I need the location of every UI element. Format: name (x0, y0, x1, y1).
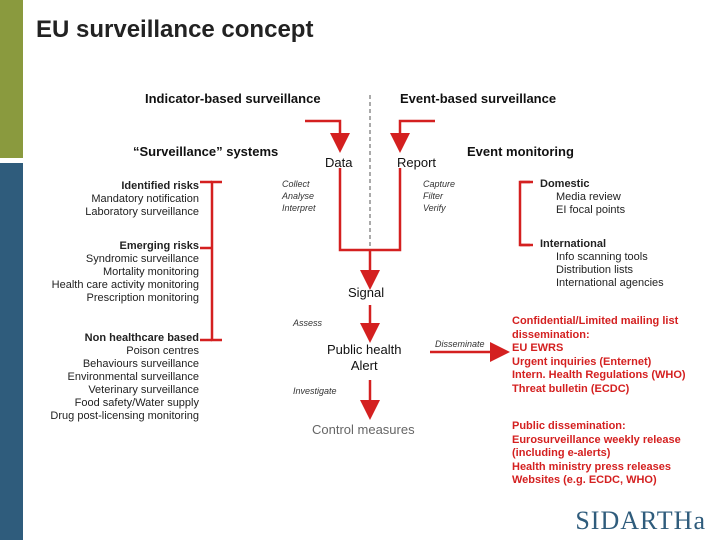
emerging-risks-block: Emerging risks Syndromic surveillance Mo… (51, 240, 199, 304)
event-monitoring-label: Event monitoring (467, 144, 574, 159)
disseminate-note: Disseminate (435, 339, 485, 349)
signal-label: Signal (348, 285, 385, 300)
accent-bar-green (0, 0, 23, 158)
event-based-header: Event-based surveillance (400, 91, 557, 106)
data-label: Data (325, 155, 353, 170)
non-healthcare-block: Non healthcare based Poison centres Beha… (50, 332, 199, 422)
sidartha-logo: SIDARTHa (575, 506, 706, 535)
left-ticks (200, 180, 212, 342)
left-bracket (210, 180, 222, 342)
assess-note: Assess (293, 318, 323, 328)
confidential-dissemination-list: Confidential/Limited mailing list dissem… (512, 315, 686, 395)
control-measures-label: Control measures (312, 422, 415, 437)
identified-risks-block: Identified risks Mandatory notification … (85, 180, 199, 218)
investigate-note: Investigate (293, 386, 337, 396)
surveillance-systems-label: “Surveillance” systems (133, 144, 279, 159)
slide-title: EU surveillance concept (36, 16, 314, 43)
international-block: International Info scanning tools Distri… (540, 238, 664, 289)
accent-bar-blue (0, 163, 23, 540)
arrow-to-report (390, 119, 435, 153)
right-ticks (520, 180, 533, 247)
capture-filter-notes: Capture Filter Verify (423, 179, 456, 213)
arrow-to-data (305, 119, 350, 153)
report-label: Report (397, 155, 437, 170)
domestic-block: Domestic Media review EI focal points (540, 178, 626, 216)
public-dissemination-list: Public dissemination: Eurosurveillance w… (512, 420, 681, 486)
public-health-alert-label: Public health Alert (327, 342, 402, 373)
collect-analyse-notes: Collect Analyse Interpret (282, 179, 316, 213)
indicator-based-header: Indicator-based surveillance (145, 91, 321, 106)
right-bracket (518, 180, 530, 247)
